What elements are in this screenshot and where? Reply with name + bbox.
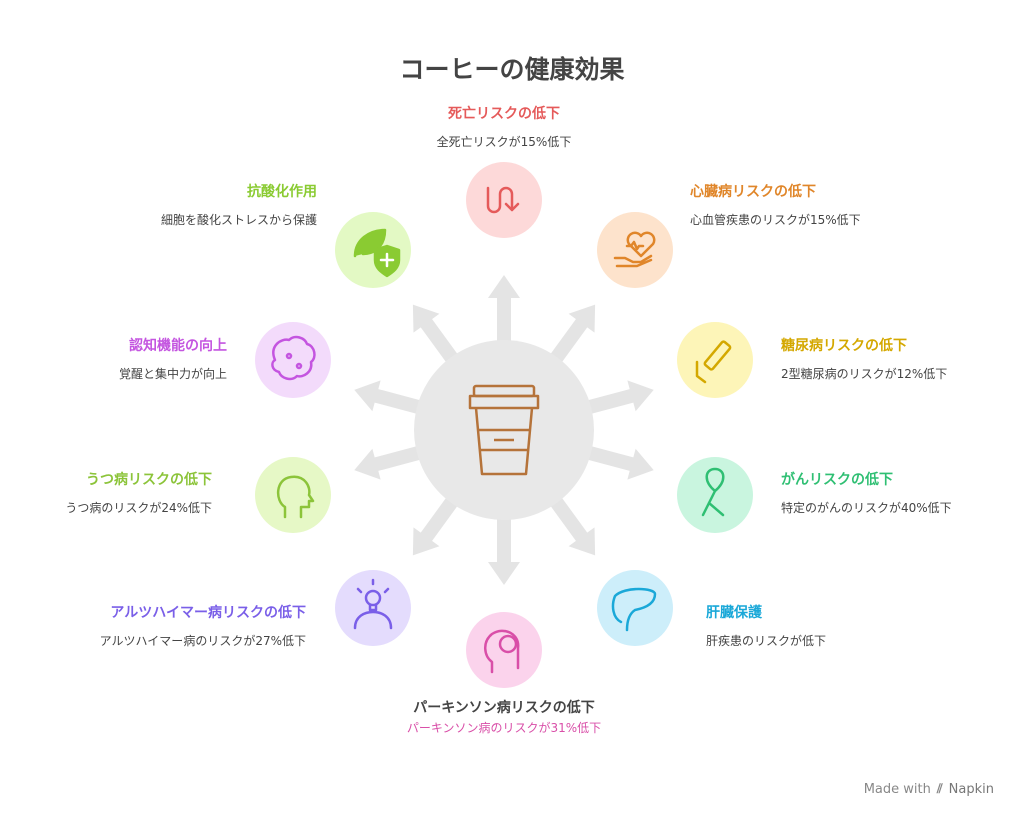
heart-in-hand-icon (613, 231, 656, 268)
liver-icon (611, 587, 657, 632)
arrow (579, 443, 654, 480)
diabetes-node (677, 322, 753, 398)
heart-label: 心臓病リスクの低下心血管疾患のリスクが15%低下 (690, 184, 990, 227)
coffee-cup-icon (468, 384, 540, 476)
alzheimer-node (335, 570, 411, 646)
liver-circle (597, 570, 673, 646)
arrow (579, 380, 654, 417)
mortality-title: 死亡リスクの低下 (448, 106, 560, 122)
arrow (488, 275, 520, 350)
parkinson-title: パーキンソン病リスクの低下 (413, 700, 595, 716)
cancer-label: がんリスクの低下特定のがんのリスクが40%低下 (781, 472, 1021, 515)
napkin-brand: Napkin (948, 782, 994, 797)
cognitive-label: 認知機能の向上覚醒と集中力が向上 (10, 338, 227, 381)
mortality-circle (466, 162, 542, 238)
depression-title: うつ病リスクの低下 (86, 472, 212, 488)
alzheimer-title: アルツハイマー病リスクの低下 (110, 605, 306, 621)
arrow (545, 490, 596, 556)
diabetes-label: 糖尿病リスクの低下 2型糖尿病のリスクが12%低下 (781, 338, 1021, 381)
parkinson-node (466, 612, 542, 688)
arrow (488, 510, 520, 585)
heart-description: 心血管疾患のリスクが15%低下 (690, 212, 861, 227)
antioxidant-label: 抗酸化作用細胞を酸化ストレスから保護 (60, 184, 317, 227)
cognitive-node (255, 322, 331, 398)
arrow (412, 490, 463, 556)
napkin-logo-icon: ⫽ (936, 782, 943, 797)
mortality-description: 全死亡リスクが15%低下 (436, 134, 572, 149)
diabetes-circle (677, 322, 753, 398)
antioxidant-node (335, 212, 411, 288)
lightbulb-person-icon (353, 578, 393, 630)
diabetes-title: 糖尿病リスクの低下 (781, 338, 907, 354)
head-profile-icon (277, 475, 315, 519)
parkinson-description: パーキンソン病のリスクが31%低下 (406, 720, 602, 735)
parkinson-label: パーキンソン病リスクの低下パーキンソン病のリスクが31%低下 (354, 700, 654, 735)
antioxidant-title: 抗酸化作用 (247, 184, 317, 200)
cancer-circle (677, 457, 753, 533)
cancer-node (677, 457, 753, 533)
diagram-title: コーヒーの健康効果 (399, 55, 625, 84)
liver-label: 肝臓保護肝疾患のリスクが低下 (706, 605, 946, 648)
glucose-test-icon (695, 340, 732, 384)
liver-title: 肝臓保護 (706, 605, 762, 621)
mortality-node (466, 162, 542, 238)
depression-node (255, 457, 331, 533)
cognitive-title: 認知機能の向上 (129, 338, 227, 354)
depression-circle (255, 457, 331, 533)
depression-label: うつ病リスクの低下うつ病のリスクが24%低下 (10, 472, 212, 515)
heart-title: 心臓病リスクの低下 (690, 184, 816, 200)
brain-circuit-icon (271, 335, 316, 381)
arrow (412, 304, 463, 370)
leaf-shield-icon (353, 228, 401, 278)
arrow (354, 443, 429, 480)
head-brain-icon (484, 629, 520, 674)
wavy-down-arrow-icon (486, 186, 520, 214)
liver-node (597, 570, 673, 646)
cancer-title: がんリスクの低下 (781, 472, 893, 488)
diabetes-description: 2型糖尿病のリスクが12%低下 (781, 366, 948, 381)
depression-description: うつ病のリスクが24%低下 (65, 500, 212, 515)
cognitive-description: 覚醒と集中力が向上 (118, 366, 227, 381)
ribbon-icon (701, 467, 725, 517)
made-with-text: Made with (863, 782, 931, 797)
arrow (354, 380, 429, 417)
antioxidant-description: 細胞を酸化ストレスから保護 (160, 212, 317, 227)
heart-node (597, 212, 673, 288)
cognitive-circle (255, 322, 331, 398)
liver-description: 肝疾患のリスクが低下 (706, 633, 827, 648)
made-with-napkin[interactable]: Made with ⫽ Napkin (864, 782, 994, 797)
alzheimer-description: アルツハイマー病のリスクが27%低下 (99, 633, 306, 648)
mortality-label: 死亡リスクの低下全死亡リスクが15%低下 (354, 106, 654, 149)
cancer-description: 特定のがんのリスクが40%低下 (781, 500, 952, 515)
alzheimer-label: アルツハイマー病リスクの低下アルツハイマー病のリスクが27%低下 (30, 605, 306, 648)
arrow (545, 304, 596, 370)
